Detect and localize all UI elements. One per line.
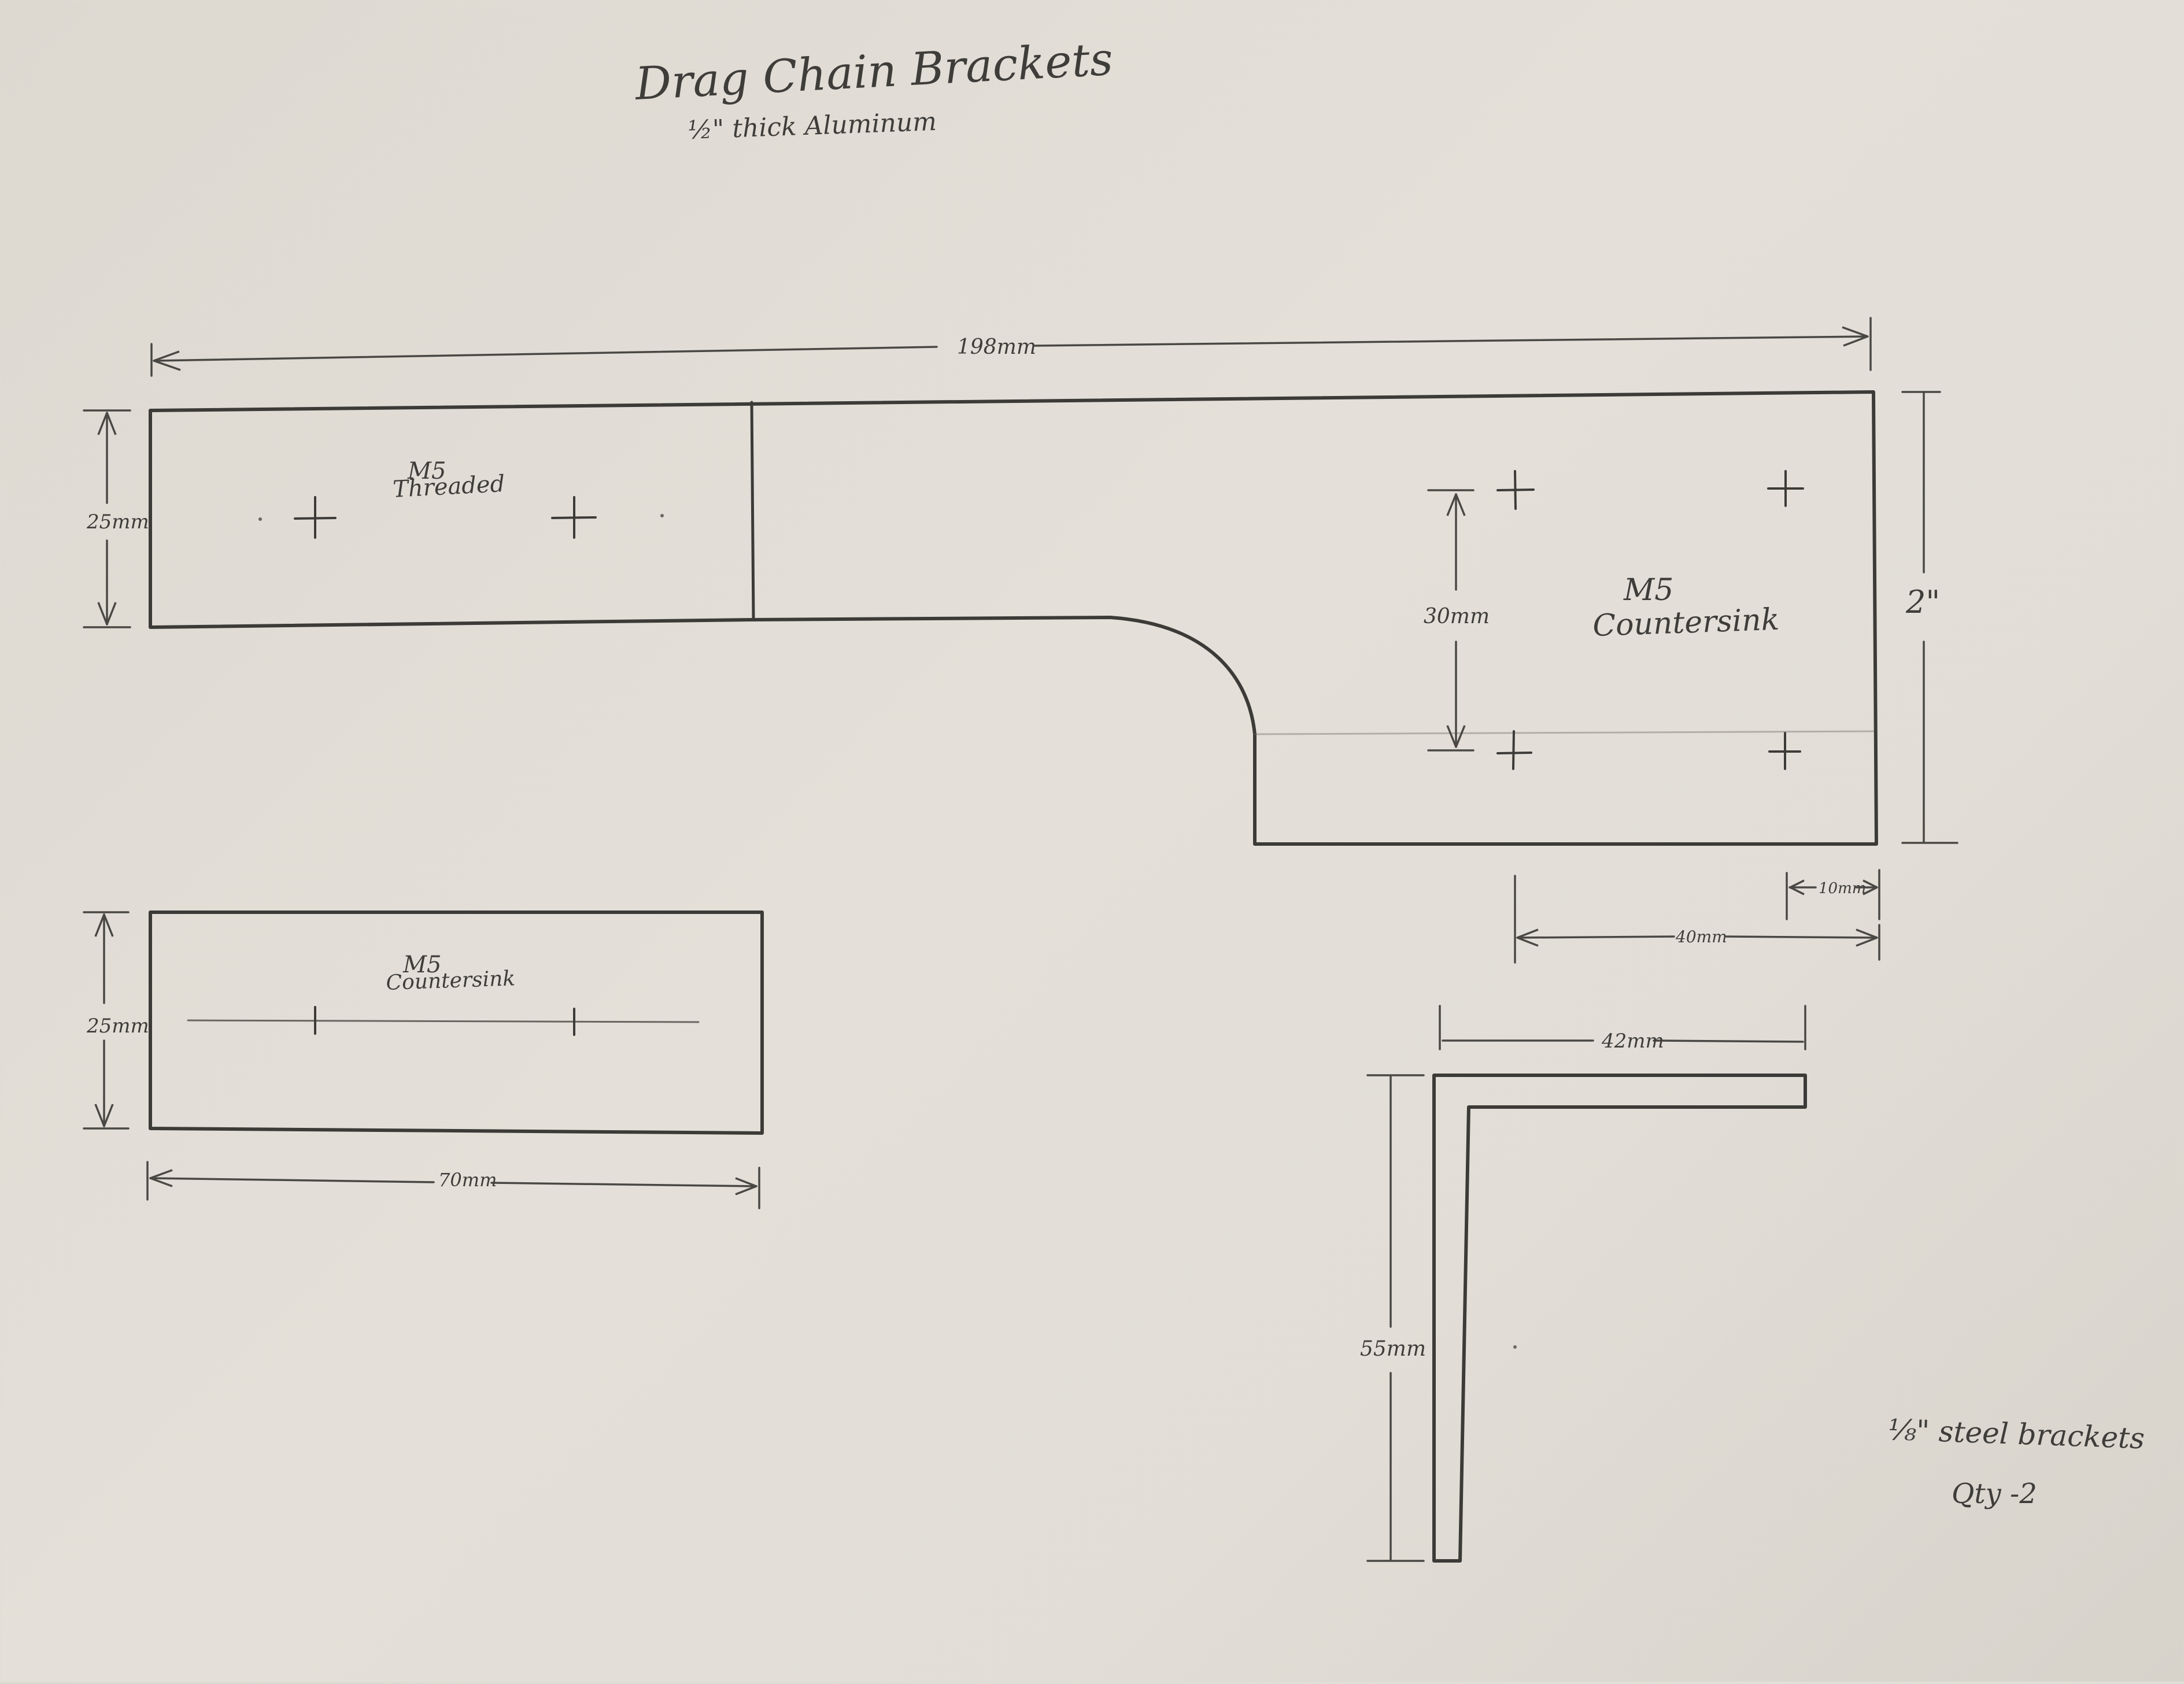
dimension-hole-spacing-vertical-label: 30mm — [1424, 605, 1490, 628]
dimension-hole-edge-offset-label: 10mm — [1819, 880, 1866, 897]
right-holes-label-m5: M5 — [1623, 573, 1673, 608]
dimension-angle-width-label: 42mm — [1601, 1030, 1664, 1053]
countersink-hole-top-left-icon — [1496, 470, 1535, 510]
dimension-angle-height-label: 55mm — [1360, 1337, 1426, 1361]
dimension-right-height-label: 2" — [1905, 584, 1940, 620]
main-bracket-divider — [750, 401, 755, 621]
dimension-hole-spacing-vertical: 30mm — [1424, 489, 1490, 752]
drawing-subtitle: ½" thick Aluminum — [688, 107, 937, 145]
small-plate-outline — [149, 911, 764, 1135]
threaded-hole-right-icon — [551, 496, 664, 539]
dimension-hole-spacing-horizontal: 40mm — [1514, 875, 1880, 964]
countersink-hole-top-right-icon — [1767, 470, 1804, 507]
dimension-small-plate-height-label: 25mm — [86, 1015, 149, 1038]
left-holes-label-m5: M5 — [407, 458, 446, 484]
dimension-overall-length-label: 198mm — [957, 335, 1036, 359]
steel-brackets-note: ⅛" steel brackets — [1888, 1413, 2145, 1455]
dimension-small-plate-width: 70mm — [146, 1161, 760, 1209]
main-bracket-outline — [149, 390, 1878, 846]
quantity-note: Qty -2 — [1952, 1478, 2037, 1510]
countersink-hole-bottom-right-icon — [1768, 732, 1801, 770]
small-plate-label-countersink: Countersink — [386, 967, 516, 995]
dimension-angle-height: 55mm — [1360, 1074, 1426, 1562]
right-holes-label-countersink: Countersink — [1592, 602, 1780, 643]
dimension-hole-spacing-horizontal-label: 40mm — [1675, 927, 1727, 946]
drawing-title: Drag Chain Brackets — [633, 34, 1114, 110]
angle-bracket-outline — [1432, 1074, 1807, 1563]
countersink-hole-bottom-left-icon — [1496, 730, 1532, 770]
small-plate: M5 Countersink 25mm 70mm — [83, 911, 764, 1209]
dimension-overall-length: 198mm — [150, 317, 1872, 377]
dimension-left-height-label: 25mm — [86, 510, 149, 534]
dimension-left-height: 25mm — [83, 409, 149, 628]
left-holes-label-threaded: Threaded — [392, 471, 505, 503]
dimension-angle-width: 42mm — [1439, 1005, 1806, 1053]
dimension-hole-edge-offset: 10mm — [1786, 869, 1880, 920]
dimension-right-height: 2" — [1901, 391, 1958, 844]
dimension-small-plate-width-label: 70mm — [438, 1169, 497, 1191]
angle-bracket: 42mm 55mm — [1360, 1005, 1807, 1563]
small-plate-label-m5: M5 — [402, 952, 441, 978]
main-bracket: M5 Threaded M5 Countersink — [83, 317, 1958, 964]
threaded-hole-left-icon — [258, 496, 337, 539]
dimension-small-plate-height: 25mm — [83, 911, 149, 1130]
